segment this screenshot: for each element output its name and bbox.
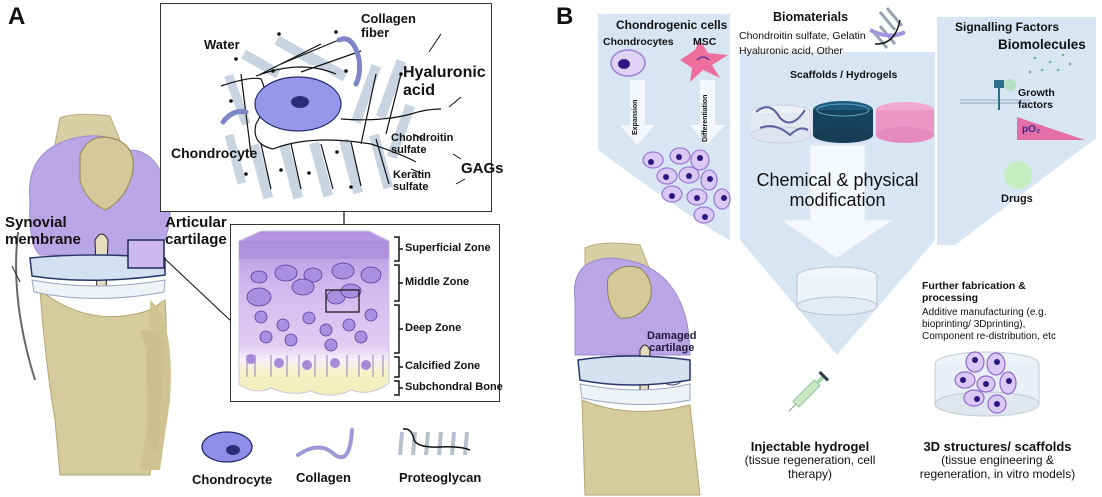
biomaterials-title: Biomaterials — [773, 10, 849, 24]
zone-label: Superficial Zone — [405, 242, 491, 254]
panel-a-letter: A — [8, 3, 26, 30]
drugs-label: Drugs — [1001, 193, 1033, 205]
scaffolds-hydrogels-label: Scaffolds / Hydrogels — [790, 69, 898, 81]
hyaluronic-acid-label: Hyaluronic acid — [403, 64, 486, 99]
extracellular-matrix-diagram — [220, 30, 466, 200]
differentiation-label: Differentiation — [702, 94, 709, 142]
keratin-sulfate-label: Keratin sulfate — [393, 169, 431, 194]
synovial-membrane-label: Synovial membrane — [5, 214, 81, 248]
panel-b-letter: B — [556, 3, 574, 30]
biomolecules-label: Biomolecules — [998, 37, 1086, 52]
chondroitin-sulfate-label: Chondroitin sulfate — [391, 132, 454, 157]
po2-label: pO₂ — [1022, 124, 1041, 135]
fabrication-body: Additive manufacturing (e.g. bioprinting… — [922, 307, 1056, 342]
outcome-description: (tissue regeneration, cell therapy) — [744, 453, 876, 481]
biomaterials-line-2: Hyaluronic acid, Other — [739, 45, 843, 57]
chondrocytes-label: Chondrocytes — [603, 36, 674, 48]
gags-label: GAGs — [461, 160, 504, 177]
growth-factors-label: Growth factors — [1018, 87, 1055, 111]
biomaterials-line-1: Chondroitin sulfate, Gelatin — [739, 30, 866, 42]
outcome-title: 3D structures/ scaffolds — [923, 439, 1072, 454]
collagen-fiber-label: Collagen fiber — [361, 11, 416, 41]
chemical-physical-modification-label: Chemical & physical modification — [756, 170, 919, 210]
cartilage-zones-box: Superficial Zone Middle Zone Deep Zone C… — [230, 224, 503, 402]
zone-label: Subchondral Bone — [405, 381, 503, 393]
outcome-title: Injectable hydrogel — [750, 439, 870, 454]
zone-label: Calcified Zone — [405, 360, 481, 372]
legend-label-chondrocyte: Chondrocyte — [192, 472, 273, 487]
chondrogenic-cells-title: Chondrogenic cells — [616, 18, 728, 32]
zone-label: Middle Zone — [405, 276, 470, 288]
knee-illustration-a — [11, 113, 345, 476]
water-label: Water — [204, 37, 240, 52]
zone-label: Deep Zone — [405, 322, 462, 334]
drug-capsule-icon — [1005, 162, 1031, 188]
damaged-cartilage-label: Damaged cartilage — [647, 330, 697, 355]
expansion-label: Expansion — [632, 99, 639, 135]
outcome-3d-structures: 3D structures/ scaffolds (tissue enginee… — [895, 439, 1100, 482]
cartilage-zones-diagram — [238, 230, 403, 396]
articular-cartilage-label: Articular cartilage — [165, 214, 227, 248]
signalling-factors-title: Signalling Factors — [955, 20, 1060, 34]
legend-label-collagen: Collagen — [296, 470, 351, 485]
matrix-detail-box: Water Collagen fiber Hyaluronic acid Cho… — [160, 3, 504, 212]
legend-label-proteoglycan: Proteoglycan — [399, 470, 482, 485]
msc-label: MSC — [693, 36, 717, 48]
fabrication-title: Further fabrication & processing — [922, 280, 1026, 304]
outcome-description: (tissue engineering & regeneration, in v… — [919, 453, 1076, 481]
chondrocyte-label: Chondrocyte — [171, 145, 258, 161]
outcome-injectable-hydrogel: Injectable hydrogel (tissue regeneration… — [735, 439, 885, 482]
